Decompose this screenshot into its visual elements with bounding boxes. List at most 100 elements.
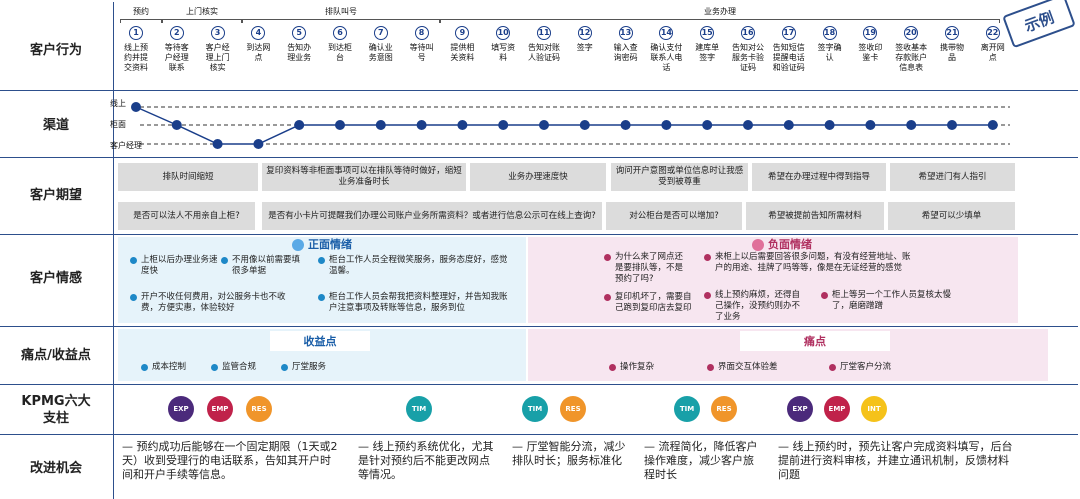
phase-label: 预约 [133,7,149,16]
pillar-int-icon: INT [861,396,887,422]
positive-title-text: 正面情绪 [308,238,352,251]
row-label-kpmg: KPMG六大 支柱 [21,394,91,426]
gain-item: 监管合规 [211,362,256,373]
positive-item: 柜台工作人员会帮我把资料整理好，并告知我账户注意事项及转账等信息，服务到位 [318,292,514,314]
step-number: 17 [781,26,796,40]
positive-panel [118,237,526,323]
expectation-box: 复印资料等非柜面事项可以在排队等待时做好，缩短业务准备时长 [262,163,466,191]
pillar-tim-icon: TIM [674,396,700,422]
expectation-box: 希望在办理过程中得到指导 [752,163,886,191]
improvement-item: — 线上预约系统优化，尤其是针对预约后不能更改网点等情况。 [358,440,494,481]
positive-item: 上柜以后办理业务速度快 [130,255,219,277]
step-label: 确认业 务意图 [368,43,393,62]
row-label-expectation: 客户期望 [29,187,82,203]
phase-bracket [242,19,440,23]
bullet-icon [707,364,714,371]
step-label: 签收基本 存款账户 信息表 [895,43,928,72]
step-label: 携带物 品 [940,43,964,62]
channel-point [498,120,509,130]
step-label: 等待叫 号 [409,43,434,62]
improvement-item: — 流程简化，降低客户操作难度，减少客户旅程时长 [644,440,758,481]
expectation-box: 是否可以法人不用亲自上柜? [118,202,255,230]
bullet-icon [604,294,611,301]
negative-item: 来柜上以后需要回答很多问题，有没有经营地址、账户的用途、挂牌了吗等等，像是在无证… [704,252,915,274]
negative-panel [528,237,1018,323]
expectation-box: 是否有小卡片可提醒我们办理公司账户业务所需资料？或者进行信息公示可在线上查询? [262,202,602,230]
channel-point [661,120,672,130]
pillar-res-icon: RES [246,396,272,422]
step-label: 告知办 理业务 [287,43,312,62]
step-label: 提供相 关资料 [450,43,475,62]
channel-point [743,120,753,130]
bullet-icon [704,254,711,261]
bullet-icon [130,294,137,301]
bullet-icon [130,257,137,264]
bullet-icon [829,364,836,371]
channel-point [131,102,141,112]
step-number: 22 [985,26,1000,40]
phase-label: 业务办理 [704,7,736,16]
behavior-step: 22 离开网 点 [973,26,1013,63]
expectation-box: 希望进门有人指引 [890,163,1015,191]
step-number: 3 [210,26,225,40]
row-divider [0,157,1078,158]
step-number: 18 [822,26,837,40]
negative-item: 柜上等另一个工作人员复核太慢了，磨磨蹭蹭 [821,290,962,312]
channel-point [335,120,345,130]
channel-point [987,120,998,130]
step-number: 11 [537,26,551,40]
step-number: 16 [741,26,755,40]
channel-chart [131,102,1010,149]
bullet-icon [609,364,616,371]
bullet-icon [318,257,325,264]
row-label-improve: 改进机会 [29,460,82,476]
pillar-res-icon: RES [711,396,737,422]
behavior-step: 21 携带物 品 [932,26,972,63]
negative-emotion-title: 负面情绪 [752,236,812,252]
channel-point [783,120,794,130]
step-number: 6 [333,26,347,40]
step-label: 线上预 约并提 交资料 [124,43,148,72]
bullet-icon [318,294,325,301]
channel-point [947,120,957,130]
step-number: 10 [496,26,511,40]
expectation-box: 对公柜台是否可以增加? [606,202,742,230]
step-label: 等待客 户经理 联系 [164,43,189,72]
row-divider [0,234,1078,235]
bullet-icon [604,254,611,261]
step-number: 12 [577,26,592,40]
phase-bracket [440,19,1000,23]
step-label: 离开网 点 [980,43,1005,62]
row-label-pain: 痛点/收益点 [21,347,91,363]
example-stamp: 示例 [1002,0,1076,49]
channel-level-counter: 柜面 [110,120,126,129]
sad-icon [752,239,764,251]
phase-label: 上门核实 [186,7,218,16]
expectation-box: 业务办理速度快 [470,163,606,191]
pillar-tim-icon: TIM [406,396,432,422]
channel-point [539,120,549,130]
pain-item: 厅堂客户分流 [829,362,891,373]
row-divider [0,434,1078,435]
step-number: 14 [659,26,674,40]
channel-point [702,120,713,130]
channel-point [579,120,590,130]
behavior-step: 17 告知短信 提醒电话 和验证码 [769,26,809,73]
expectation-box: 询问开户意图或单位信息时让我感受到被尊重 [611,163,748,191]
pillar-exp-icon: EXP [787,396,813,422]
step-label: 告知短信 提醒电话 和验证码 [772,43,805,72]
pillar-emp-icon: EMP [207,396,233,422]
step-number: 21 [945,26,959,40]
channel-level-manager: 客户经理 [110,141,142,150]
bullet-icon [211,364,218,371]
step-number: 13 [618,26,633,40]
pillar-emp-icon: EMP [824,396,850,422]
